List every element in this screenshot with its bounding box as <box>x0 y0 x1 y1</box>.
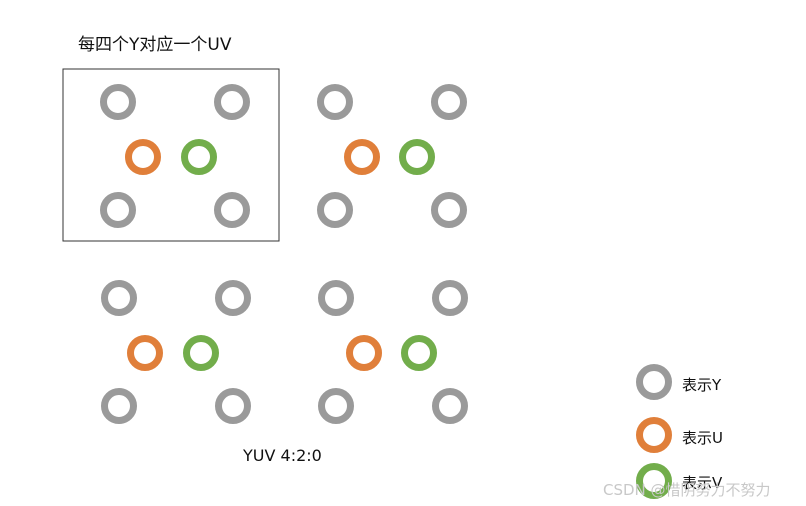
y-sample-icon <box>432 280 468 316</box>
v-sample-icon <box>399 139 435 175</box>
y-sample-icon <box>215 280 251 316</box>
watermark: CSDN @惜阴努力不努力 <box>603 481 771 499</box>
u-sample-icon <box>125 139 161 175</box>
legend-u-icon <box>636 417 672 453</box>
format-caption: YUV 4:2:0 <box>243 446 322 465</box>
u-sample-icon <box>127 335 163 371</box>
y-sample-icon <box>101 388 137 424</box>
y-sample-icon <box>317 84 353 120</box>
legend-y-icon <box>636 364 672 400</box>
diagram-title: 每四个Y对应一个UV <box>78 35 232 55</box>
legend-label-u: 表示U <box>682 429 723 447</box>
y-sample-icon <box>318 388 354 424</box>
y-sample-icon <box>101 280 137 316</box>
legend-label-y: 表示Y <box>682 376 722 394</box>
y-sample-icon <box>318 280 354 316</box>
y-sample-icon <box>214 84 250 120</box>
u-sample-icon <box>344 139 380 175</box>
y-sample-icon <box>215 388 251 424</box>
legend-v-icon <box>636 463 672 499</box>
v-sample-icon <box>181 139 217 175</box>
y-sample-icon <box>100 84 136 120</box>
y-sample-icon <box>214 192 250 228</box>
y-sample-icon <box>100 192 136 228</box>
y-sample-icon <box>431 192 467 228</box>
v-sample-icon <box>401 335 437 371</box>
v-sample-icon <box>183 335 219 371</box>
y-sample-icon <box>432 388 468 424</box>
u-sample-icon <box>346 335 382 371</box>
y-sample-icon <box>317 192 353 228</box>
y-sample-icon <box>431 84 467 120</box>
group-frame <box>62 68 280 242</box>
legend-label-v: 表示V <box>682 474 723 492</box>
